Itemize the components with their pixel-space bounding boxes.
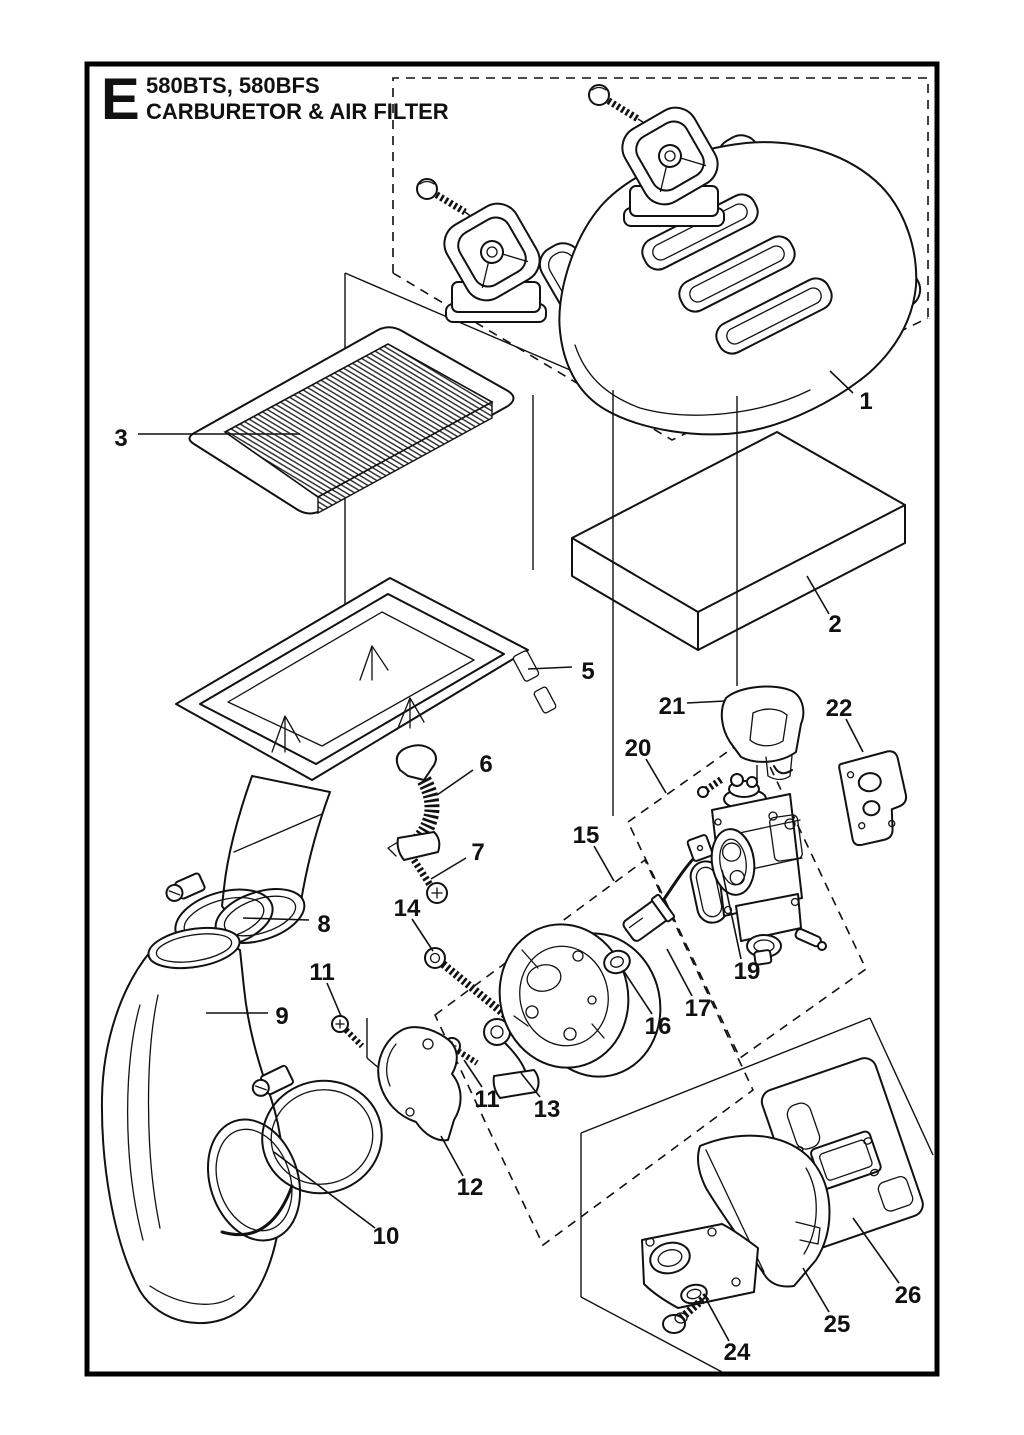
callout-leader-line <box>852 1217 900 1284</box>
part-bracket <box>377 1026 462 1142</box>
callout-number: 3 <box>114 425 127 452</box>
callout-leader-line <box>622 969 653 1015</box>
callout-17: 17 <box>666 948 712 1022</box>
callout-leader-line <box>666 948 693 997</box>
callout-number: 2 <box>828 611 841 638</box>
callout-3: 3 <box>114 425 300 452</box>
callout-number: 7 <box>471 839 484 866</box>
callout-14: 14 <box>394 895 434 952</box>
callout-number: 26 <box>895 1282 922 1309</box>
callout-number: 1 <box>859 388 872 415</box>
callout-1: 1 <box>829 370 873 415</box>
callout-number: 15 <box>573 822 600 849</box>
callout-leader-line <box>802 1267 830 1313</box>
part-screw-24 <box>662 1292 710 1334</box>
callout-number: 14 <box>394 895 421 922</box>
part-screw-7 <box>411 858 448 904</box>
part-clamp-ring <box>251 1064 383 1195</box>
callout-leader-line <box>242 917 310 921</box>
callout-leader-line <box>845 718 864 753</box>
callout-5: 5 <box>527 658 595 685</box>
callout-number: 21 <box>659 693 686 720</box>
callout-number: 12 <box>457 1174 484 1201</box>
callout-leader-line <box>411 918 434 952</box>
callout-16: 16 <box>622 969 672 1040</box>
part-intake-boot <box>720 685 805 781</box>
callout-number: 11 <box>474 1086 499 1113</box>
callout-number: 5 <box>581 658 594 685</box>
callout-11: 11 <box>309 959 342 1017</box>
callout-8: 8 <box>242 911 331 938</box>
diagram-title: CARBURETOR & AIR FILTER <box>146 99 449 124</box>
callout-19: 19 <box>721 869 761 985</box>
part-cover-mounts <box>443 106 725 323</box>
callout-leader-line <box>326 982 342 1017</box>
callout-24: 24 <box>705 1298 751 1366</box>
callout-25: 25 <box>802 1267 851 1338</box>
callout-number: 9 <box>275 1003 288 1030</box>
callout-22: 22 <box>826 695 864 753</box>
callout-number: 20 <box>625 735 652 762</box>
callout-11: 11 <box>463 1059 500 1113</box>
part-filter-housing <box>175 577 557 944</box>
part-manifold-shield <box>641 1134 831 1309</box>
callout-leader-line <box>520 1072 541 1098</box>
callout-10: 10 <box>273 1151 400 1250</box>
callout-leader-line <box>721 869 742 960</box>
callout-leader-line <box>829 370 854 394</box>
section-letter: E <box>101 67 140 132</box>
callout-7: 7 <box>430 839 485 880</box>
part-paper-filter <box>188 326 515 515</box>
part-throttle-swivel <box>622 834 714 942</box>
callout-number: 6 <box>479 751 492 778</box>
callout-leader-line <box>806 575 830 615</box>
callout-number: 11 <box>309 959 334 986</box>
callout-12: 12 <box>440 1135 484 1201</box>
callout-6: 6 <box>436 751 493 796</box>
callout-21: 21 <box>659 693 726 720</box>
callout-9: 9 <box>206 1003 289 1030</box>
callout-leader-line <box>705 1298 730 1342</box>
part-latch-strap <box>387 744 441 861</box>
callout-number: 24 <box>724 1339 751 1366</box>
assembly-axis-lines <box>612 390 738 816</box>
callout-20: 20 <box>625 735 667 794</box>
callout-leader-line <box>593 845 615 882</box>
callout-number: 8 <box>317 911 330 938</box>
part-choke-lever <box>483 1018 540 1099</box>
callout-number: 22 <box>826 695 853 722</box>
callout-number: 13 <box>534 1096 561 1123</box>
callout-leader-line <box>430 857 467 880</box>
callout-13: 13 <box>520 1072 561 1123</box>
part-fan-drum <box>498 923 662 1078</box>
callout-leader-line <box>686 700 726 704</box>
callout-number: 16 <box>645 1013 672 1040</box>
model-names: 580BTS, 580BFS <box>146 73 320 98</box>
callout-leader-line <box>273 1151 376 1229</box>
part-mount-screws <box>416 84 640 215</box>
callout-leader-line <box>645 758 667 794</box>
callout-leader-line <box>527 666 573 670</box>
part-washer-16 <box>603 949 631 975</box>
title-block: E 580BTS, 580BFS CARBURETOR & AIR FILTER <box>101 67 449 132</box>
part-foam-filter <box>571 431 906 651</box>
part-screw-11a <box>331 1015 365 1049</box>
part-carb-gasket <box>838 750 908 847</box>
callout-26: 26 <box>852 1217 922 1309</box>
callout-number: 25 <box>824 1311 851 1338</box>
callout-number: 10 <box>373 1223 400 1250</box>
callout-number: 17 <box>685 995 712 1022</box>
part-carburetor <box>697 773 827 966</box>
callout-2: 2 <box>806 575 842 638</box>
callout-leader-line <box>436 769 474 796</box>
callout-leader-line <box>440 1135 464 1177</box>
callout-leader-line <box>463 1059 483 1088</box>
callout-number: 19 <box>734 958 761 985</box>
part-elbow-boot <box>100 926 302 1325</box>
callout-15: 15 <box>573 822 615 882</box>
